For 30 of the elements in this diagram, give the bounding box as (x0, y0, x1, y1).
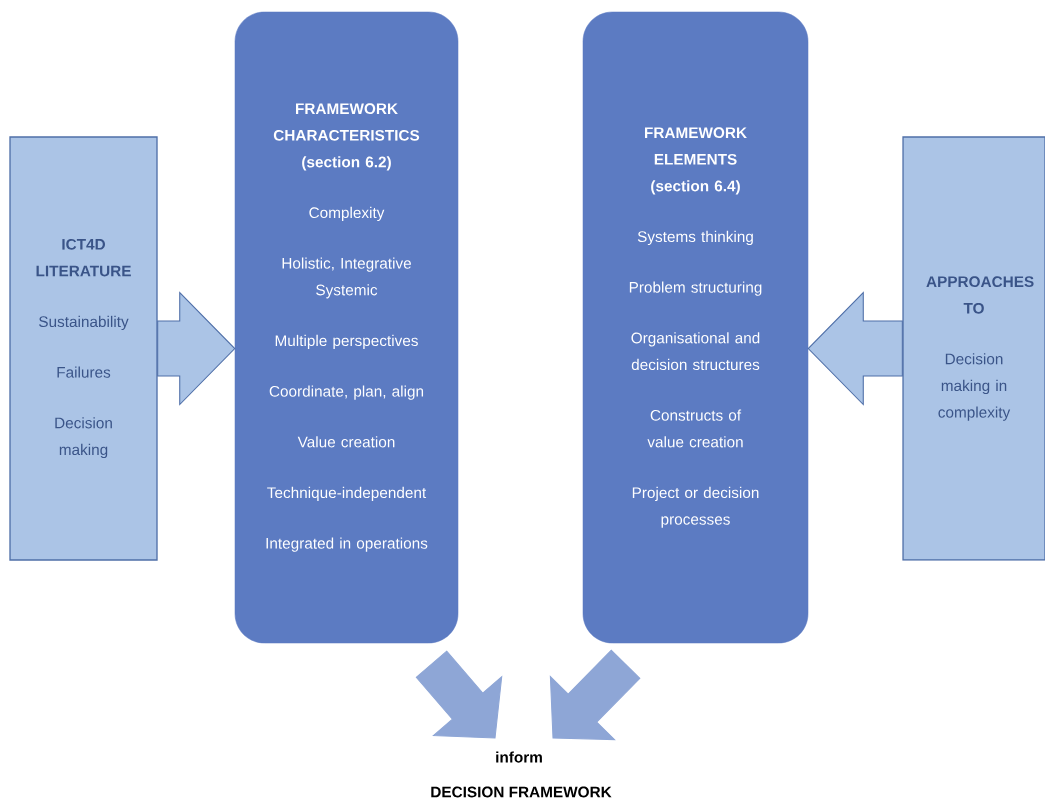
item-text: Coordinate, plan, align (269, 385, 424, 400)
item-text: Constructs of value creation (647, 409, 743, 448)
item-text: Integrated in operations (266, 537, 428, 552)
heading-text: FRAMEWORK ELEMENTS (section 6.4) (645, 127, 747, 195)
item-text: Multiple perspectives (275, 334, 418, 350)
item-text: Decision making in complexity (938, 353, 1011, 421)
item-text: Systems thinking (637, 230, 753, 246)
item-text: Decision making (55, 417, 112, 459)
item-text: Value creation (297, 436, 395, 448)
rounded-box (582, 11, 809, 644)
title-text: DECISION FRAMEWORK (431, 786, 612, 798)
item-text: Complexity (309, 206, 385, 222)
item-text: Sustainability (39, 315, 129, 331)
item-text: Failures (57, 366, 111, 378)
item-text: Holistic, Integrative Systemic (282, 257, 411, 299)
heading-text: ICT4D LITERATURE (36, 238, 131, 277)
block-arrow (415, 650, 503, 739)
heading-text: FRAMEWORK CHARACTERISTICS (section 6.2) (273, 103, 420, 171)
heading-text: APPROACHES TO (926, 276, 1034, 314)
callout-box (902, 136, 1045, 561)
label-text: inform (496, 751, 542, 763)
callout-box (9, 136, 158, 561)
block-arrow (549, 649, 641, 741)
item-text: Organisational and decision structures (631, 332, 760, 371)
block-arrow (157, 291, 236, 406)
block-arrow (807, 291, 903, 406)
item-text: Technique-independent (267, 486, 427, 502)
rounded-box (234, 11, 459, 644)
item-text: Problem structuring (629, 281, 762, 296)
item-text: Project or decision processes (632, 486, 759, 528)
